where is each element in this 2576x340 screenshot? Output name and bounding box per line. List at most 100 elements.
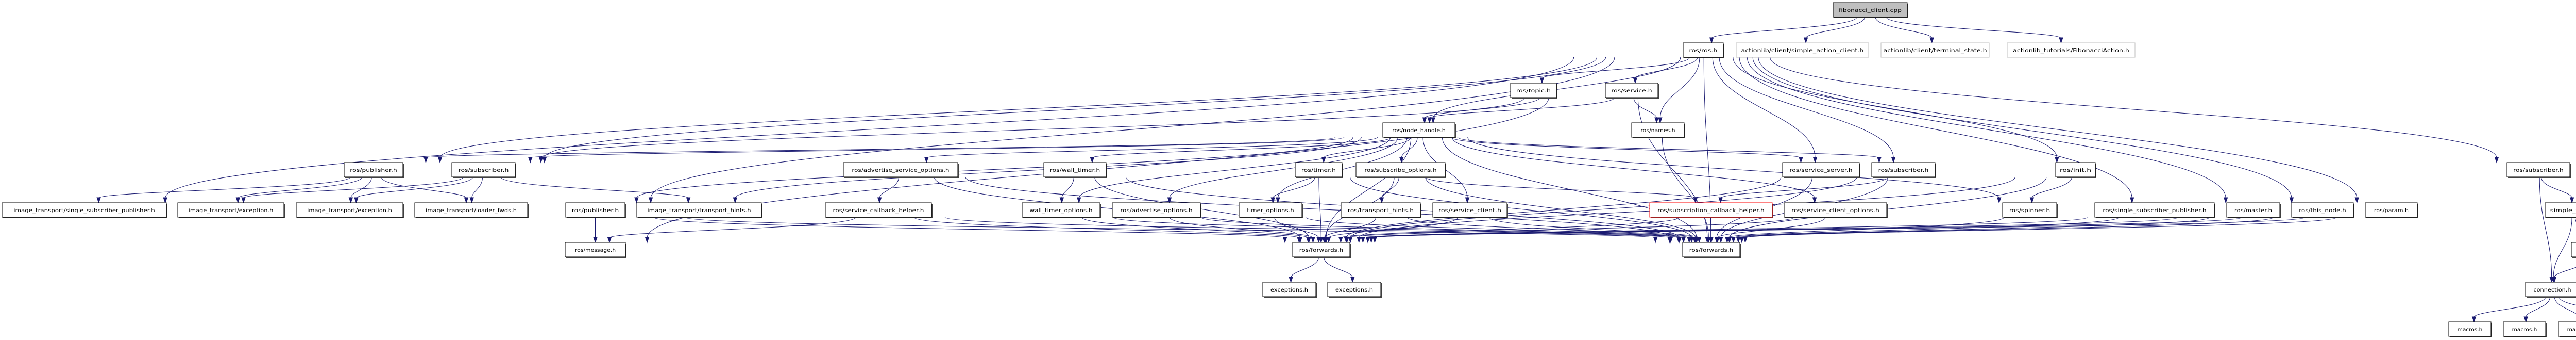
node-label: ros/subscription_callback_helper.h xyxy=(1657,208,1764,214)
graph-node-wall-timer-opt[interactable]: wall_timer_options.h xyxy=(1022,202,1101,218)
arrow-head-icon xyxy=(1350,277,1355,283)
dependency-edge xyxy=(2574,217,2576,222)
graph-node-forwards2[interactable]: ros/forwards.h xyxy=(1682,242,1741,258)
dependency-edge xyxy=(1429,97,1615,119)
dependency-edge xyxy=(1291,256,1319,278)
graph-node-it-sub[interactable]: ros/subscriber.h xyxy=(451,162,516,178)
graph-node-adv-opt[interactable]: ros/advertise_options.h xyxy=(1112,202,1201,218)
arrow-head-icon xyxy=(1725,237,1730,244)
graph-node-srv-client[interactable]: ros/service_client.h xyxy=(1432,202,1508,218)
dependency-edge xyxy=(2031,176,2072,199)
graph-node-srv-cb-helper[interactable]: ros/service_callback_helper.h xyxy=(825,202,933,218)
graph-node-topic[interactable]: ros/topic.h xyxy=(1510,83,1557,99)
node-box xyxy=(1880,42,1990,58)
arrow-head-icon xyxy=(2354,197,2359,204)
dependency-edge xyxy=(1738,217,2210,238)
graph-node-it-hints[interactable]: image_transport/transport_hints.h xyxy=(636,202,762,218)
dependency-edge xyxy=(926,137,1378,158)
node-box xyxy=(1510,83,1557,98)
node-label: ros/master.h xyxy=(2234,208,2272,214)
dependency-edge xyxy=(471,176,483,199)
graph-node-subscriber-right[interactable]: ros/subscriber.h xyxy=(2506,162,2571,178)
graph-node-param[interactable]: ros/param.h xyxy=(2365,202,2418,218)
graph-node-wall-timer[interactable]: ros/wall_timer.h xyxy=(1043,162,1107,178)
arrow-head-icon xyxy=(2129,197,2134,204)
node-label: ros/init.h xyxy=(2060,168,2091,173)
node-box xyxy=(2002,202,2057,218)
graph-node-forwards1[interactable]: ros/forwards.h xyxy=(1292,242,1351,258)
arrow-head-icon xyxy=(1739,237,1744,244)
graph-node-publisher[interactable]: ros/publisher.h xyxy=(565,202,626,218)
node-box xyxy=(1022,202,1100,218)
graph-node-ros-h[interactable]: ros/ros.h xyxy=(1683,42,1724,58)
graph-node-ssp[interactable]: ros/single_subscriber_publisher.h xyxy=(2094,202,2215,218)
graph-node-srv-server[interactable]: ros/service_server.h xyxy=(1782,162,1860,178)
arrow-head-icon xyxy=(645,237,650,244)
graph-node-macros2[interactable]: macros.h xyxy=(2503,321,2547,337)
graph-node-it-exc2[interactable]: image_transport/exception.h xyxy=(296,202,404,218)
graph-node-srv-client-opt[interactable]: ros/service_client_options.h xyxy=(1784,202,1888,218)
graph-node-macros1[interactable]: macros.h xyxy=(2448,321,2492,337)
dependency-edge xyxy=(544,57,1606,158)
node-box xyxy=(414,202,528,218)
dependency-edge xyxy=(1324,217,1377,238)
graph-node-exceptions1[interactable]: exceptions.h xyxy=(1262,282,1317,298)
node-label: ros/this_node.h xyxy=(2299,208,2346,214)
graph-node-root[interactable]: fibonacci_client.cpp xyxy=(1833,2,1908,18)
graph-node-timer[interactable]: ros/timer.h xyxy=(1295,162,1343,178)
arrow-head-icon xyxy=(1306,237,1311,244)
graph-node-subscriber-mid[interactable]: ros/subscriber.h xyxy=(1871,162,1936,178)
graph-node-macros3[interactable]: macros.h xyxy=(2558,321,2576,337)
arrow-head-icon xyxy=(1297,237,1301,244)
dependency-edge xyxy=(1442,137,1697,238)
graph-node-connection[interactable]: connection.h xyxy=(2525,282,2576,298)
graph-node-it-loader[interactable]: image_transport/loader_fwds.h xyxy=(414,202,529,218)
dependency-edge xyxy=(1374,217,2306,238)
graph-node-sub-opt[interactable]: ros/subscribe_options.h xyxy=(1355,162,1446,178)
node-label: simple_filter.h xyxy=(2550,208,2576,214)
graph-node-exceptions2[interactable]: exceptions.h xyxy=(1327,282,1382,298)
graph-node-it-ssp[interactable]: image_transport/single_subscriber_publis… xyxy=(2,202,167,218)
node-box xyxy=(2007,42,2136,58)
arrow-head-icon xyxy=(2569,197,2574,204)
graph-node-init[interactable]: ros/init.h xyxy=(2055,162,2096,178)
graph-node-signal1[interactable]: signal1.h xyxy=(2571,242,2576,258)
node-box xyxy=(1382,122,1455,138)
node-box xyxy=(1782,162,1860,177)
arrow-head-icon xyxy=(1877,157,1882,164)
graph-node-node-handle[interactable]: ros/node_handle.h xyxy=(1382,122,1456,138)
node-box xyxy=(2094,202,2215,218)
graph-node-this-node[interactable]: ros/this_node.h xyxy=(2291,202,2354,218)
graph-node-it-exc1[interactable]: image_transport/exception.h xyxy=(177,202,285,218)
graph-node-sub-cb-helper[interactable]: ros/subscription_callback_helper.h xyxy=(1649,202,1773,218)
graph-node-names[interactable]: ros/names.h xyxy=(1631,122,1685,138)
graph-node-master[interactable]: ros/master.h xyxy=(2226,202,2281,218)
node-box xyxy=(2503,321,2546,337)
graph-node-service[interactable]: ros/service.h xyxy=(1605,83,1659,99)
node-box xyxy=(1631,122,1685,138)
dependency-edge xyxy=(1401,137,1418,158)
dependency-edge xyxy=(2554,267,2576,278)
graph-node-ts: actionlib/client/terminal_state.h xyxy=(1880,42,1990,58)
dependency-edge xyxy=(1346,176,1782,238)
node-label: ros/subscriber.h xyxy=(1878,168,1929,173)
node-label: ros/param.h xyxy=(2374,208,2409,214)
node-box xyxy=(1833,2,1908,18)
arrow-head-icon xyxy=(1692,237,1697,244)
graph-node-it-pub[interactable]: ros/publisher.h xyxy=(344,162,404,178)
arrow-head-icon xyxy=(1706,237,1711,244)
node-box xyxy=(177,202,284,218)
graph-node-simple-filter[interactable]: simple_filter.h xyxy=(2545,202,2576,218)
node-label: ros/forwards.h xyxy=(1299,248,1343,253)
node-label: ros/service_client_options.h xyxy=(1791,208,1879,214)
dependency-edge xyxy=(1712,57,1816,158)
node-label: ros/names.h xyxy=(1640,128,1675,134)
arrow-head-icon xyxy=(437,157,443,164)
graph-node-timer-opt[interactable]: timer_options.h xyxy=(1239,202,1303,218)
graph-node-message[interactable]: ros/message.h xyxy=(565,242,626,258)
graph-node-spinner[interactable]: ros/spinner.h xyxy=(2002,202,2058,218)
node-label: image_transport/loader_fwds.h xyxy=(426,208,517,214)
graph-node-adv-srv-opt[interactable]: ros/advertise_service_options.h xyxy=(843,162,959,178)
graph-node-transport-hints[interactable]: ros/transport_hints.h xyxy=(1341,202,1421,218)
arrow-head-icon xyxy=(1289,277,1293,283)
